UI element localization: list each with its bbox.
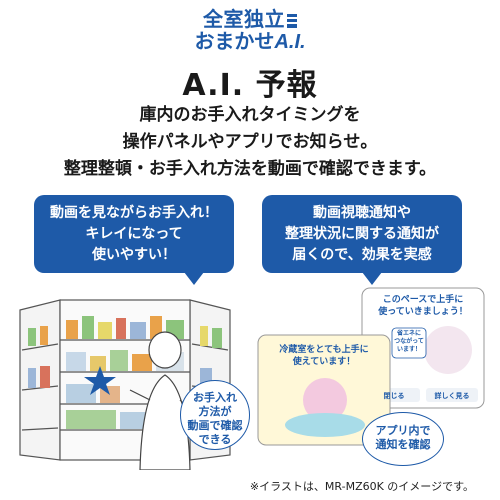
app-text-line: 使えています！ bbox=[292, 357, 356, 367]
speech-bubble-left: 動画を見ながらお手入れ！ キレイになって 使いやすい！ bbox=[34, 195, 234, 285]
bubble-line: 整理状況に関する通知が bbox=[285, 226, 439, 242]
illustration bbox=[19, 287, 485, 470]
app-screen1-text: このペースで上手に 使っていきましょう！ bbox=[368, 294, 478, 318]
bubble-line: 動画視聴通知や bbox=[313, 205, 411, 221]
description: 庫内のお手入れタイミングを 操作パネルやアプリでお知らせ。 整理整頓・お手入れ方… bbox=[0, 102, 500, 183]
tag-line: 通知を確認 bbox=[375, 438, 431, 451]
star-icon bbox=[84, 366, 116, 395]
bubble-line: キレイになって bbox=[85, 226, 183, 242]
bubble-line: 届くので、効果を実感 bbox=[292, 247, 432, 263]
logo-line1-text: 全室独立 bbox=[203, 7, 285, 31]
page-title: A.I. 予報 bbox=[182, 68, 318, 103]
tag-line: 方法が bbox=[198, 405, 232, 418]
tag-line: できる bbox=[198, 433, 232, 446]
chip-line: 省エネに bbox=[396, 330, 421, 337]
description-line: 整理整頓・お手入れ方法を動画で確認できます。 bbox=[63, 159, 437, 179]
bubble-line: 動画を見ながらお手入れ！ bbox=[50, 205, 218, 221]
footnote: ※イラストは、MR-MZ60K のイメージです。 bbox=[249, 480, 474, 493]
description-line: 庫内のお手入れタイミングを bbox=[139, 105, 361, 125]
logo-ai: A.I. bbox=[274, 31, 306, 53]
chip-line: います！ bbox=[396, 346, 421, 353]
description-line: 操作パネルやアプリでお知らせ。 bbox=[122, 132, 378, 152]
chip-line: つながって bbox=[394, 338, 424, 345]
speech-bubble-right: 動画視聴通知や 整理状況に関する通知が 届くので、効果を実感 bbox=[262, 195, 462, 285]
app-text-line: 使っていきましょう！ bbox=[378, 307, 468, 317]
app-close-button: 閉じる bbox=[383, 392, 405, 400]
app-screen-illustration bbox=[257, 334, 391, 446]
app-details-button: 詳しく見る bbox=[434, 392, 470, 400]
app-screen2-text: 冷蔵室をとても上手に 使えています！ bbox=[262, 344, 386, 368]
tag-line: お手入れ bbox=[193, 391, 237, 404]
tag-line: アプリ内で bbox=[375, 424, 431, 437]
logo-line2: おまかせA.I. bbox=[175, 30, 325, 53]
app-text-line: このペースで上手に bbox=[382, 295, 464, 305]
feature-tag-video: お手入れ 方法が 動画で確認 できる bbox=[180, 380, 250, 450]
product-logo: 全室独立 おまかせA.I. bbox=[175, 8, 325, 53]
tag-line: 動画で確認 bbox=[187, 419, 243, 432]
woman-illustration bbox=[129, 331, 196, 470]
logo-line1: 全室独立 bbox=[175, 8, 325, 30]
feature-tag-app: アプリ内で 通知を確認 bbox=[362, 412, 444, 466]
app-text-line: 冷蔵室をとても上手に bbox=[279, 345, 369, 355]
logo-bars-icon bbox=[287, 13, 297, 28]
bubble-line: 使いやすい！ bbox=[92, 247, 176, 263]
logo-line2-prefix: おまかせ bbox=[194, 29, 275, 53]
app-screen1-chip: 省エネに つながって います！ bbox=[392, 330, 426, 354]
